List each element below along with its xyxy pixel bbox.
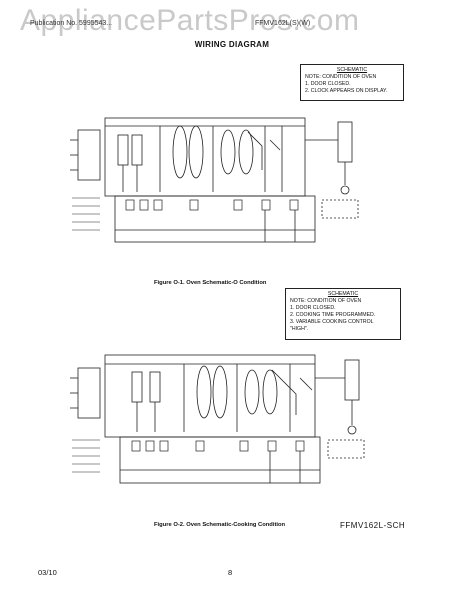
schematic-1-caption: Figure O-1. Oven Schematic-O Condition — [154, 280, 267, 286]
footer-date: 03/10 — [38, 568, 57, 577]
watermark-logo: AppliancePartsPros.com — [20, 4, 360, 37]
schematic-1-line: NOTE: CONDITION OF OVEN — [305, 74, 377, 80]
schematic-2-line: 2. COOKING TIME PROGRAMMED. — [290, 312, 376, 318]
schematic-2-diagram — [70, 354, 365, 484]
schematic-2-heading: SCHEMATIC — [327, 291, 359, 297]
page-number: 8 — [228, 568, 233, 577]
schematic-2-line: 3. VARIABLE COOKING CONTROL — [290, 319, 374, 325]
schematic-1-diagram — [70, 117, 359, 243]
schematic-1-note-box: SCHEMATIC NOTE: CONDITION OF OVEN 1. DOO… — [300, 64, 404, 101]
page-title: WIRING DIAGRAM — [194, 40, 270, 49]
model-code: FFMV162L-SCH — [340, 521, 406, 530]
schematic-2-line: 1. DOOR CLOSED. — [290, 305, 336, 311]
schematic-2-note-box: SCHEMATIC NOTE: CONDITION OF OVEN 1. DOO… — [285, 288, 401, 340]
schematic-2-line: "HIGH". — [290, 326, 309, 332]
schematic-1-line: 2. CLOCK APPEARS ON DISPLAY. — [305, 88, 388, 94]
model-header: FFMV162L(S)(W) — [255, 20, 311, 27]
schematic-2-line: NOTE: CONDITION OF OVEN — [290, 298, 362, 304]
schematic-2-caption: Figure O-2. Oven Schematic-Cooking Condi… — [154, 522, 286, 528]
schematic-1-line: 1. DOOR CLOSED. — [305, 81, 351, 87]
schematic-1-heading: SCHEMATIC — [336, 67, 368, 73]
publication-number: Publication No. 5995543... — [30, 20, 113, 27]
